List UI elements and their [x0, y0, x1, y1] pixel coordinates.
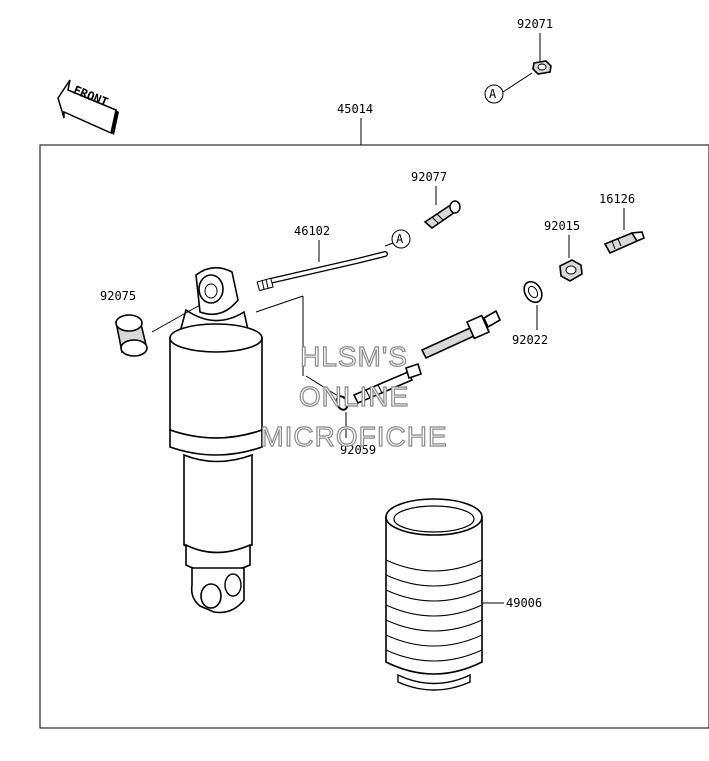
label-92077: 92077 — [411, 170, 447, 184]
label-46102: 46102 — [294, 224, 330, 238]
watermark-line-3: MICROFICHE — [260, 421, 447, 452]
label-92059: 92059 — [340, 443, 376, 457]
callout-a-hose-text: A — [396, 232, 404, 246]
watermark: HLSM'S ONLINE MICROFICHE — [260, 340, 448, 452]
label-49006: 49006 — [506, 596, 542, 610]
callout-a-top: A — [484, 84, 504, 104]
part-92075-bushing — [115, 314, 148, 357]
label-92015: 92015 — [544, 219, 580, 233]
part-92015-nut — [559, 259, 583, 282]
part-92077-fitting — [423, 200, 461, 230]
part-92022-washer — [523, 280, 543, 304]
callout-a-hose: A — [391, 229, 411, 249]
part-45014-shock-absorber — [169, 266, 263, 614]
watermark-line-2: ONLINE — [299, 381, 409, 412]
watermark-line-1: HLSM'S — [300, 341, 408, 372]
label-16126: 16126 — [599, 192, 635, 206]
label-92022: 92022 — [512, 333, 548, 347]
part-49006-boot — [385, 498, 483, 691]
label-92071: 92071 — [517, 17, 553, 31]
part-92059-oring — [335, 395, 349, 411]
callout-a-top-text: A — [489, 87, 497, 101]
front-arrow-icon: FRONT — [57, 79, 119, 135]
label-45014: 45014 — [337, 102, 373, 116]
part-16126-valve — [603, 231, 645, 255]
part-adjuster-fitting — [352, 309, 502, 405]
assembly-frame — [39, 144, 709, 729]
label-92075: 92075 — [100, 289, 136, 303]
part-92071-nut — [532, 60, 552, 75]
part-46102-hose — [256, 251, 388, 292]
